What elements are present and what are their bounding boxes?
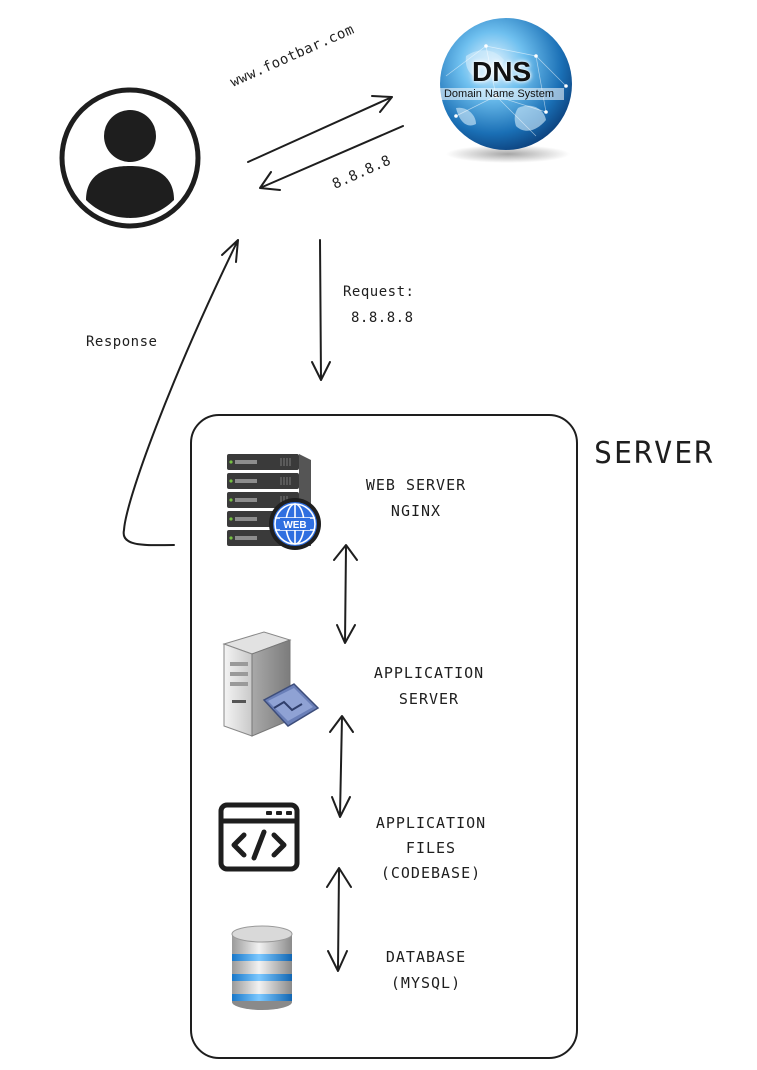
app-server-label-line1: APPLICATION [373, 664, 485, 682]
app-files-label-line3: (CODEBASE) [380, 864, 482, 882]
request-arrow [311, 239, 331, 381]
app-files-label-line2: FILES [405, 839, 457, 857]
request-label-line2: 8.8.8.8 [351, 310, 414, 326]
database-label-line1: DATABASE [385, 948, 467, 966]
code-window-icon [218, 802, 300, 872]
server-title: SERVER [594, 436, 715, 471]
dns-globe-icon [440, 18, 572, 163]
web-badge: WEB [283, 520, 306, 531]
web-server-icon: WEB [227, 454, 321, 550]
response-label: Response [86, 334, 158, 350]
dns-title: DNS [472, 56, 532, 87]
web-server-label-line1: WEB SERVER [365, 476, 467, 494]
user-avatar-icon [59, 87, 201, 229]
database-label-line2: (MYSQL) [390, 974, 462, 992]
dns-response-arrow [259, 125, 404, 191]
app-files-arrow [329, 715, 354, 818]
dns-request-arrow [247, 95, 393, 163]
app-server-label-line2: SERVER [398, 690, 460, 708]
dns-subtitle: Domain Name System [434, 88, 564, 100]
response-arrow [122, 239, 239, 547]
database-icon [231, 925, 293, 1010]
web-app-arrow [333, 544, 358, 644]
request-label-line1: Request: [343, 284, 415, 300]
files-db-arrow [326, 867, 352, 972]
web-server-label-line2: NGINX [390, 502, 442, 520]
application-server-icon [222, 631, 320, 737]
app-files-label-line1: APPLICATION [375, 814, 487, 832]
server-box [190, 414, 578, 1059]
